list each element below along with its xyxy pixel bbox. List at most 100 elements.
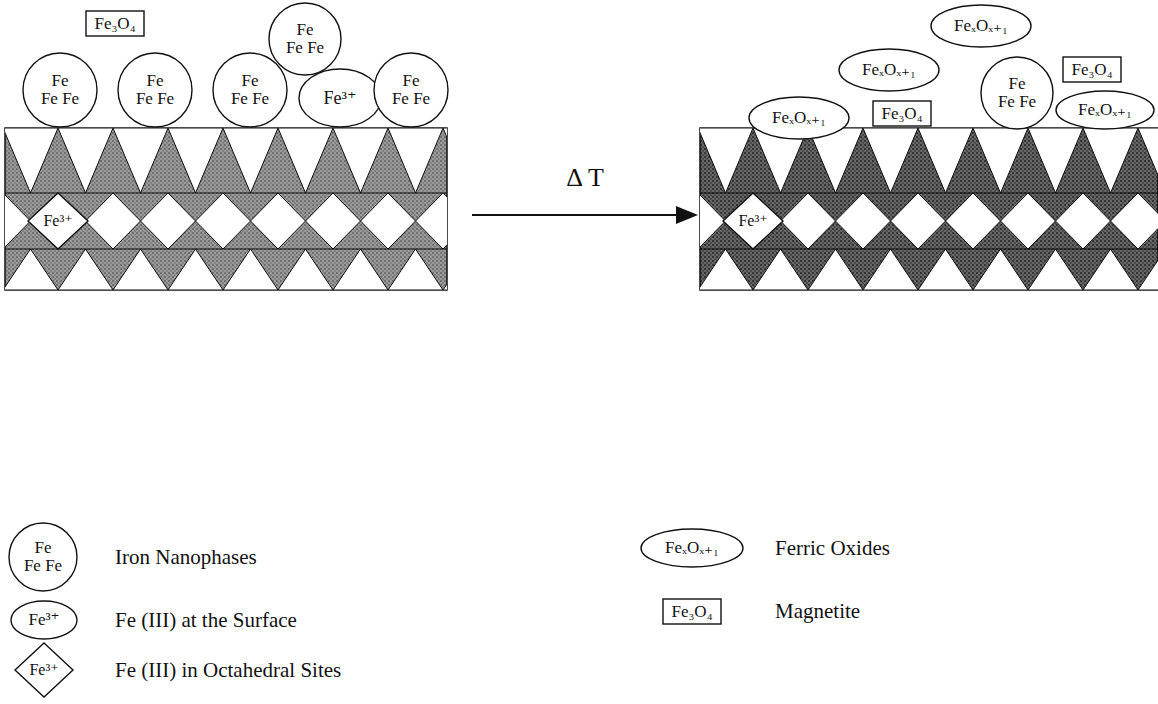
legend-octahedral-fe3: Fe³⁺: [14, 642, 74, 698]
ellipse-border: [749, 97, 849, 139]
node-text: Fe: [52, 72, 69, 90]
tetrahedral-site: [113, 249, 168, 290]
tetrahedral-site: [973, 128, 1028, 193]
tetrahedral-site: [863, 249, 918, 290]
magnetite-box: Fe₃O₄: [85, 10, 145, 37]
tetrahedral-site: [278, 249, 333, 290]
tetrahedral-site: [1138, 249, 1158, 290]
tetrahedral-site: [223, 128, 278, 193]
reaction-label: Δ T: [563, 163, 607, 193]
circle-border: [9, 523, 77, 591]
tetrahedral-site: [168, 249, 223, 290]
ferric-oxide-ellipse: FeₓOₓ₊₁: [930, 4, 1032, 48]
octahedral-site: [141, 193, 196, 249]
octahedral-fe3-diamond: Fe³⁺: [27, 192, 89, 250]
tetrahedral-site: [168, 128, 223, 193]
box-border: [663, 599, 721, 624]
arrow-shaft: [472, 214, 680, 216]
legend-label: Ferric Oxides: [775, 536, 890, 561]
circle-border: [269, 3, 341, 75]
node-text: Fe Fe: [231, 90, 269, 108]
node-text: Fe Fe: [392, 90, 430, 108]
octahedral-site: [416, 193, 448, 249]
octahedral-site: [1056, 193, 1111, 249]
tetrahedral-site: [973, 249, 1028, 290]
tetrahedral-site: [443, 249, 447, 290]
ellipse-border: [1056, 91, 1154, 129]
iron-nanophase: FeFe Fe: [117, 52, 193, 128]
ellipse-border: [299, 69, 381, 127]
node-text: Fe³⁺: [29, 662, 58, 679]
octahedral-site: [1111, 193, 1158, 249]
substrate-body: [5, 128, 447, 290]
node-text: Fe Fe: [998, 93, 1036, 111]
octahedral-site: [196, 193, 251, 249]
node-text: Fe₃O₄: [671, 603, 712, 621]
crystal-lattice: [5, 128, 447, 290]
tetrahedral-site: [918, 128, 973, 193]
node-text: Fe₃O₄: [1071, 61, 1112, 79]
surface-fe3-ellipse: Fe³⁺: [298, 68, 382, 128]
node-text: Fe Fe: [136, 90, 174, 108]
node-text: FeₓOₓ₊₁: [665, 539, 719, 557]
iron-nanophase: FeFe Fe: [268, 2, 342, 76]
node-text: Fe Fe: [41, 90, 79, 108]
tetrahedral-site: [333, 249, 388, 290]
legend-label: Fe (III) at the Surface: [115, 608, 297, 633]
ellipse-border: [839, 49, 939, 91]
tetrahedral-site: [1028, 249, 1083, 290]
tetrahedral-site: [443, 128, 447, 193]
layer-line: [700, 193, 1158, 194]
substrate-body: [700, 128, 1158, 290]
octahedral-site: [781, 193, 836, 249]
tetrahedral-site: [700, 128, 753, 193]
node-text: Fe Fe: [286, 39, 324, 57]
tetrahedral-site: [223, 249, 278, 290]
tetrahedral-site: [58, 128, 113, 193]
reaction-arrow: [472, 206, 698, 224]
legend-label: Fe (III) in Octahedral Sites: [115, 658, 341, 683]
legend-label: Iron Nanophases: [115, 545, 257, 570]
layer-line: [5, 249, 447, 250]
octahedral-site: [251, 193, 306, 249]
node-text: Fe³⁺: [738, 213, 767, 230]
legend-label: Magnetite: [775, 599, 860, 624]
legend-ferric-oxide: FeₓOₓ₊₁: [640, 528, 744, 568]
tetrahedral-site: [333, 128, 388, 193]
tetrahedral-site: [388, 128, 443, 193]
node-text: Fe Fe: [24, 557, 62, 575]
octahedral-site: [306, 193, 361, 249]
iron-nanophase: FeFe Fe: [22, 52, 98, 128]
magnetite-box: Fe₃O₄: [872, 100, 932, 127]
node-text: Fe³⁺: [43, 213, 72, 230]
octahedral-site: [700, 193, 726, 249]
tetrahedral-site: [1028, 128, 1083, 193]
octahedral-site: [946, 193, 1001, 249]
ellipse-border: [641, 529, 743, 567]
iron-nanophase: FeFe Fe: [373, 52, 449, 128]
box-border: [86, 11, 144, 36]
crystal-lattice: [700, 128, 1158, 290]
node-text: Fe: [1009, 75, 1026, 93]
octahedral-fe3-diamond: Fe³⁺: [722, 192, 784, 250]
octahedral-site: [361, 193, 416, 249]
octahedral-site: [836, 193, 891, 249]
tetrahedral-site: [753, 249, 808, 290]
arrow-head: [676, 206, 698, 224]
circle-border: [23, 53, 97, 127]
circle-border: [213, 53, 287, 127]
legend-magnetite: Fe₃O₄: [662, 598, 722, 625]
octahedral-site: [86, 193, 141, 249]
circle-border: [374, 53, 448, 127]
iron-nanophase: FeFe Fe: [212, 52, 288, 128]
node-text: Fe: [242, 72, 259, 90]
node-text: FeₓOₓ₊₁: [862, 61, 916, 79]
layer-line: [5, 193, 447, 194]
legend-surface-fe3: Fe³⁺: [10, 600, 78, 640]
legend-iron-nanophase: FeFe Fe: [8, 522, 78, 592]
node-text: Fe: [297, 21, 314, 39]
node-text: Fe: [35, 539, 52, 557]
circle-border: [118, 53, 192, 127]
node-text: Fe³⁺: [324, 89, 357, 108]
ferric-oxide-ellipse: FeₓOₓ₊₁: [748, 96, 850, 140]
